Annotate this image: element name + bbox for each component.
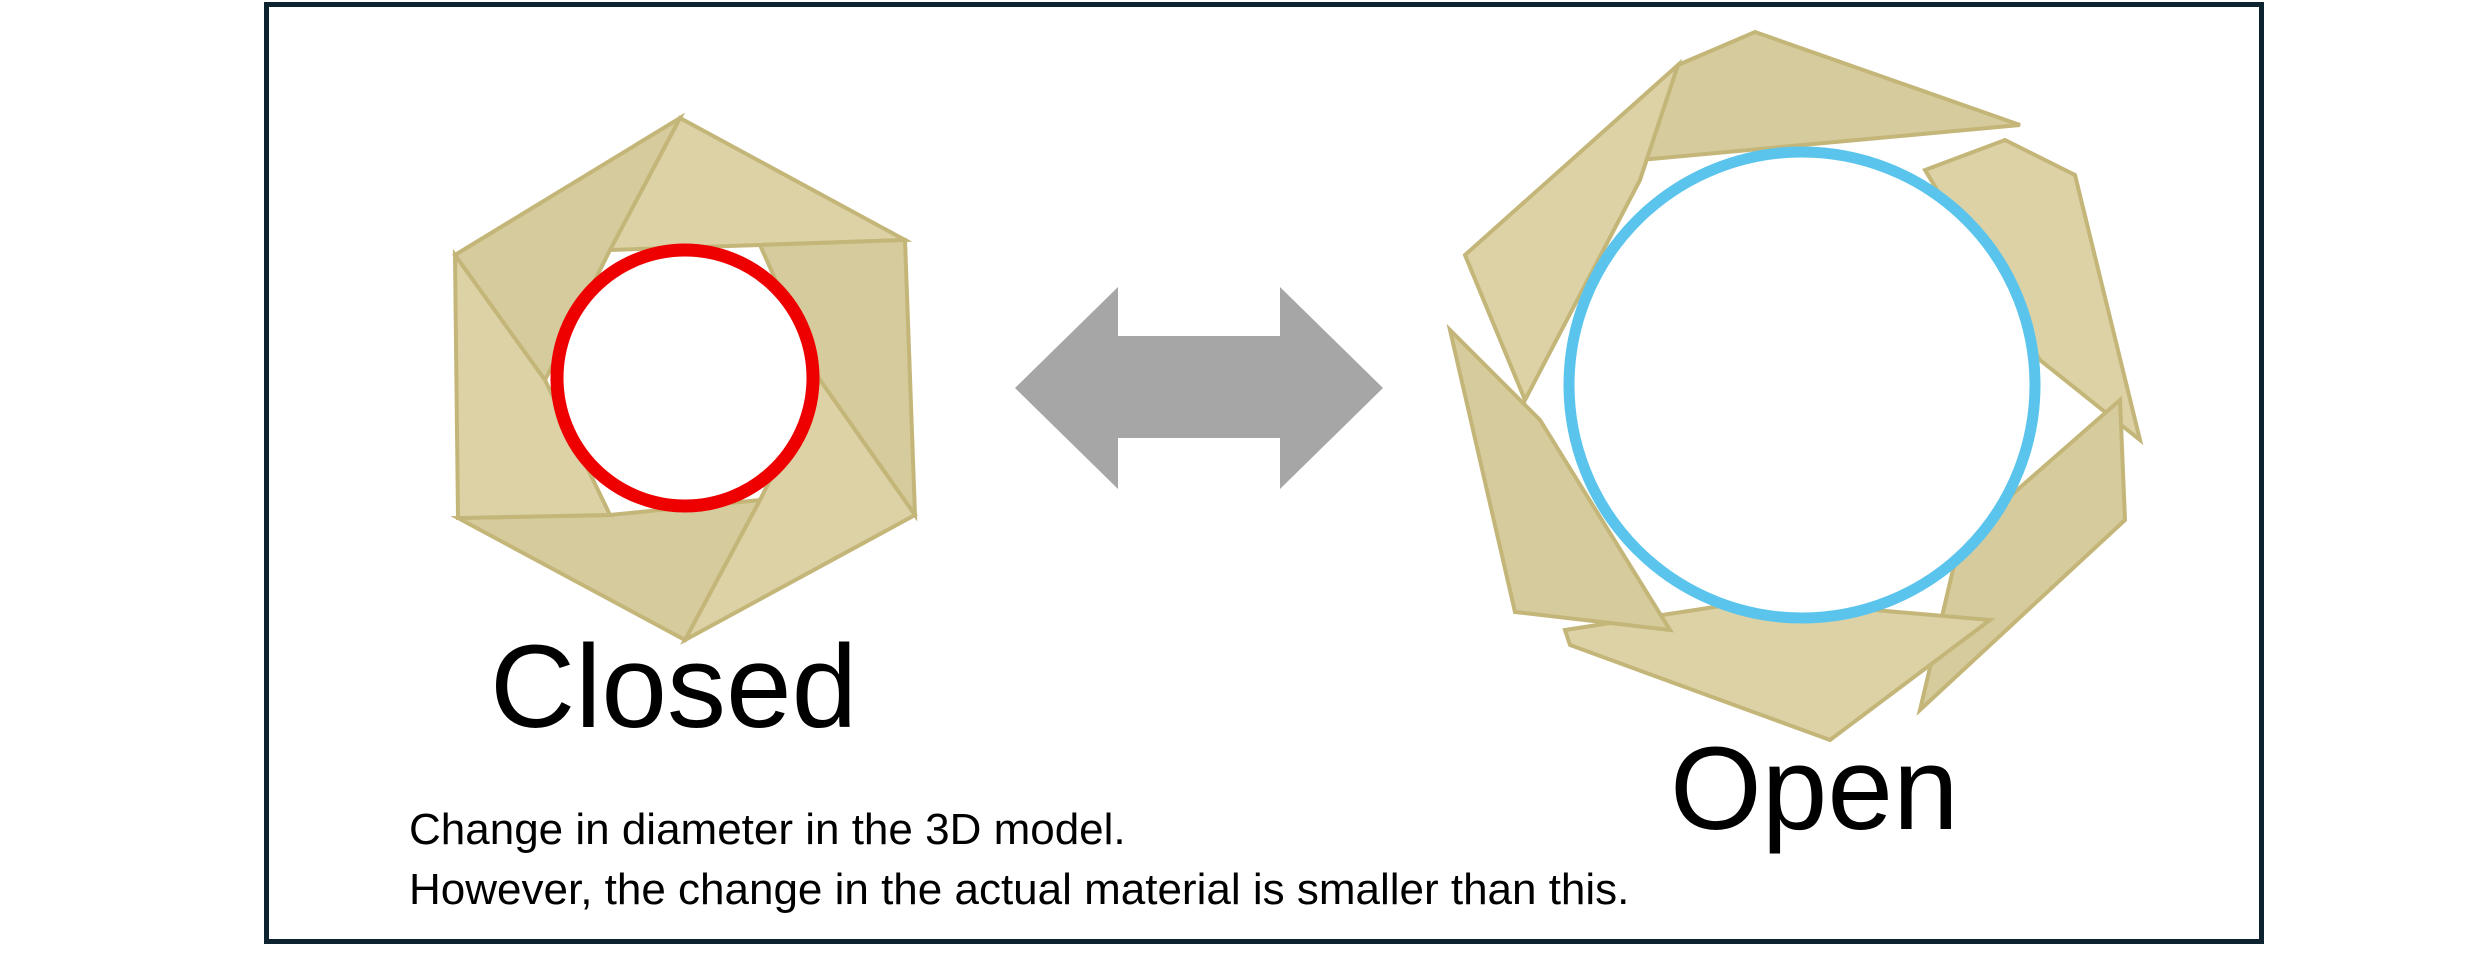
closed-label: Closed [490, 621, 858, 753]
closed-blade [452, 112, 686, 384]
caption-line-1: Change in diameter in the 3D model. [409, 805, 1126, 854]
caption-line-2: However, the change in the actual materi… [409, 865, 1630, 914]
double-arrow-icon [1015, 287, 1383, 489]
caption: Change in diameter in the 3D model. Howe… [409, 800, 1629, 920]
open-blade [1922, 137, 2144, 446]
open-label: Open [1670, 723, 1959, 855]
closed-aperture [450, 112, 918, 645]
open-diameter-circle [1563, 146, 2041, 624]
closed-diameter-circle [550, 243, 820, 513]
open-blade [1462, 58, 1683, 405]
open-aperture [1446, 29, 2144, 743]
open-blade [1446, 323, 1674, 633]
open-blade [1636, 29, 2021, 163]
